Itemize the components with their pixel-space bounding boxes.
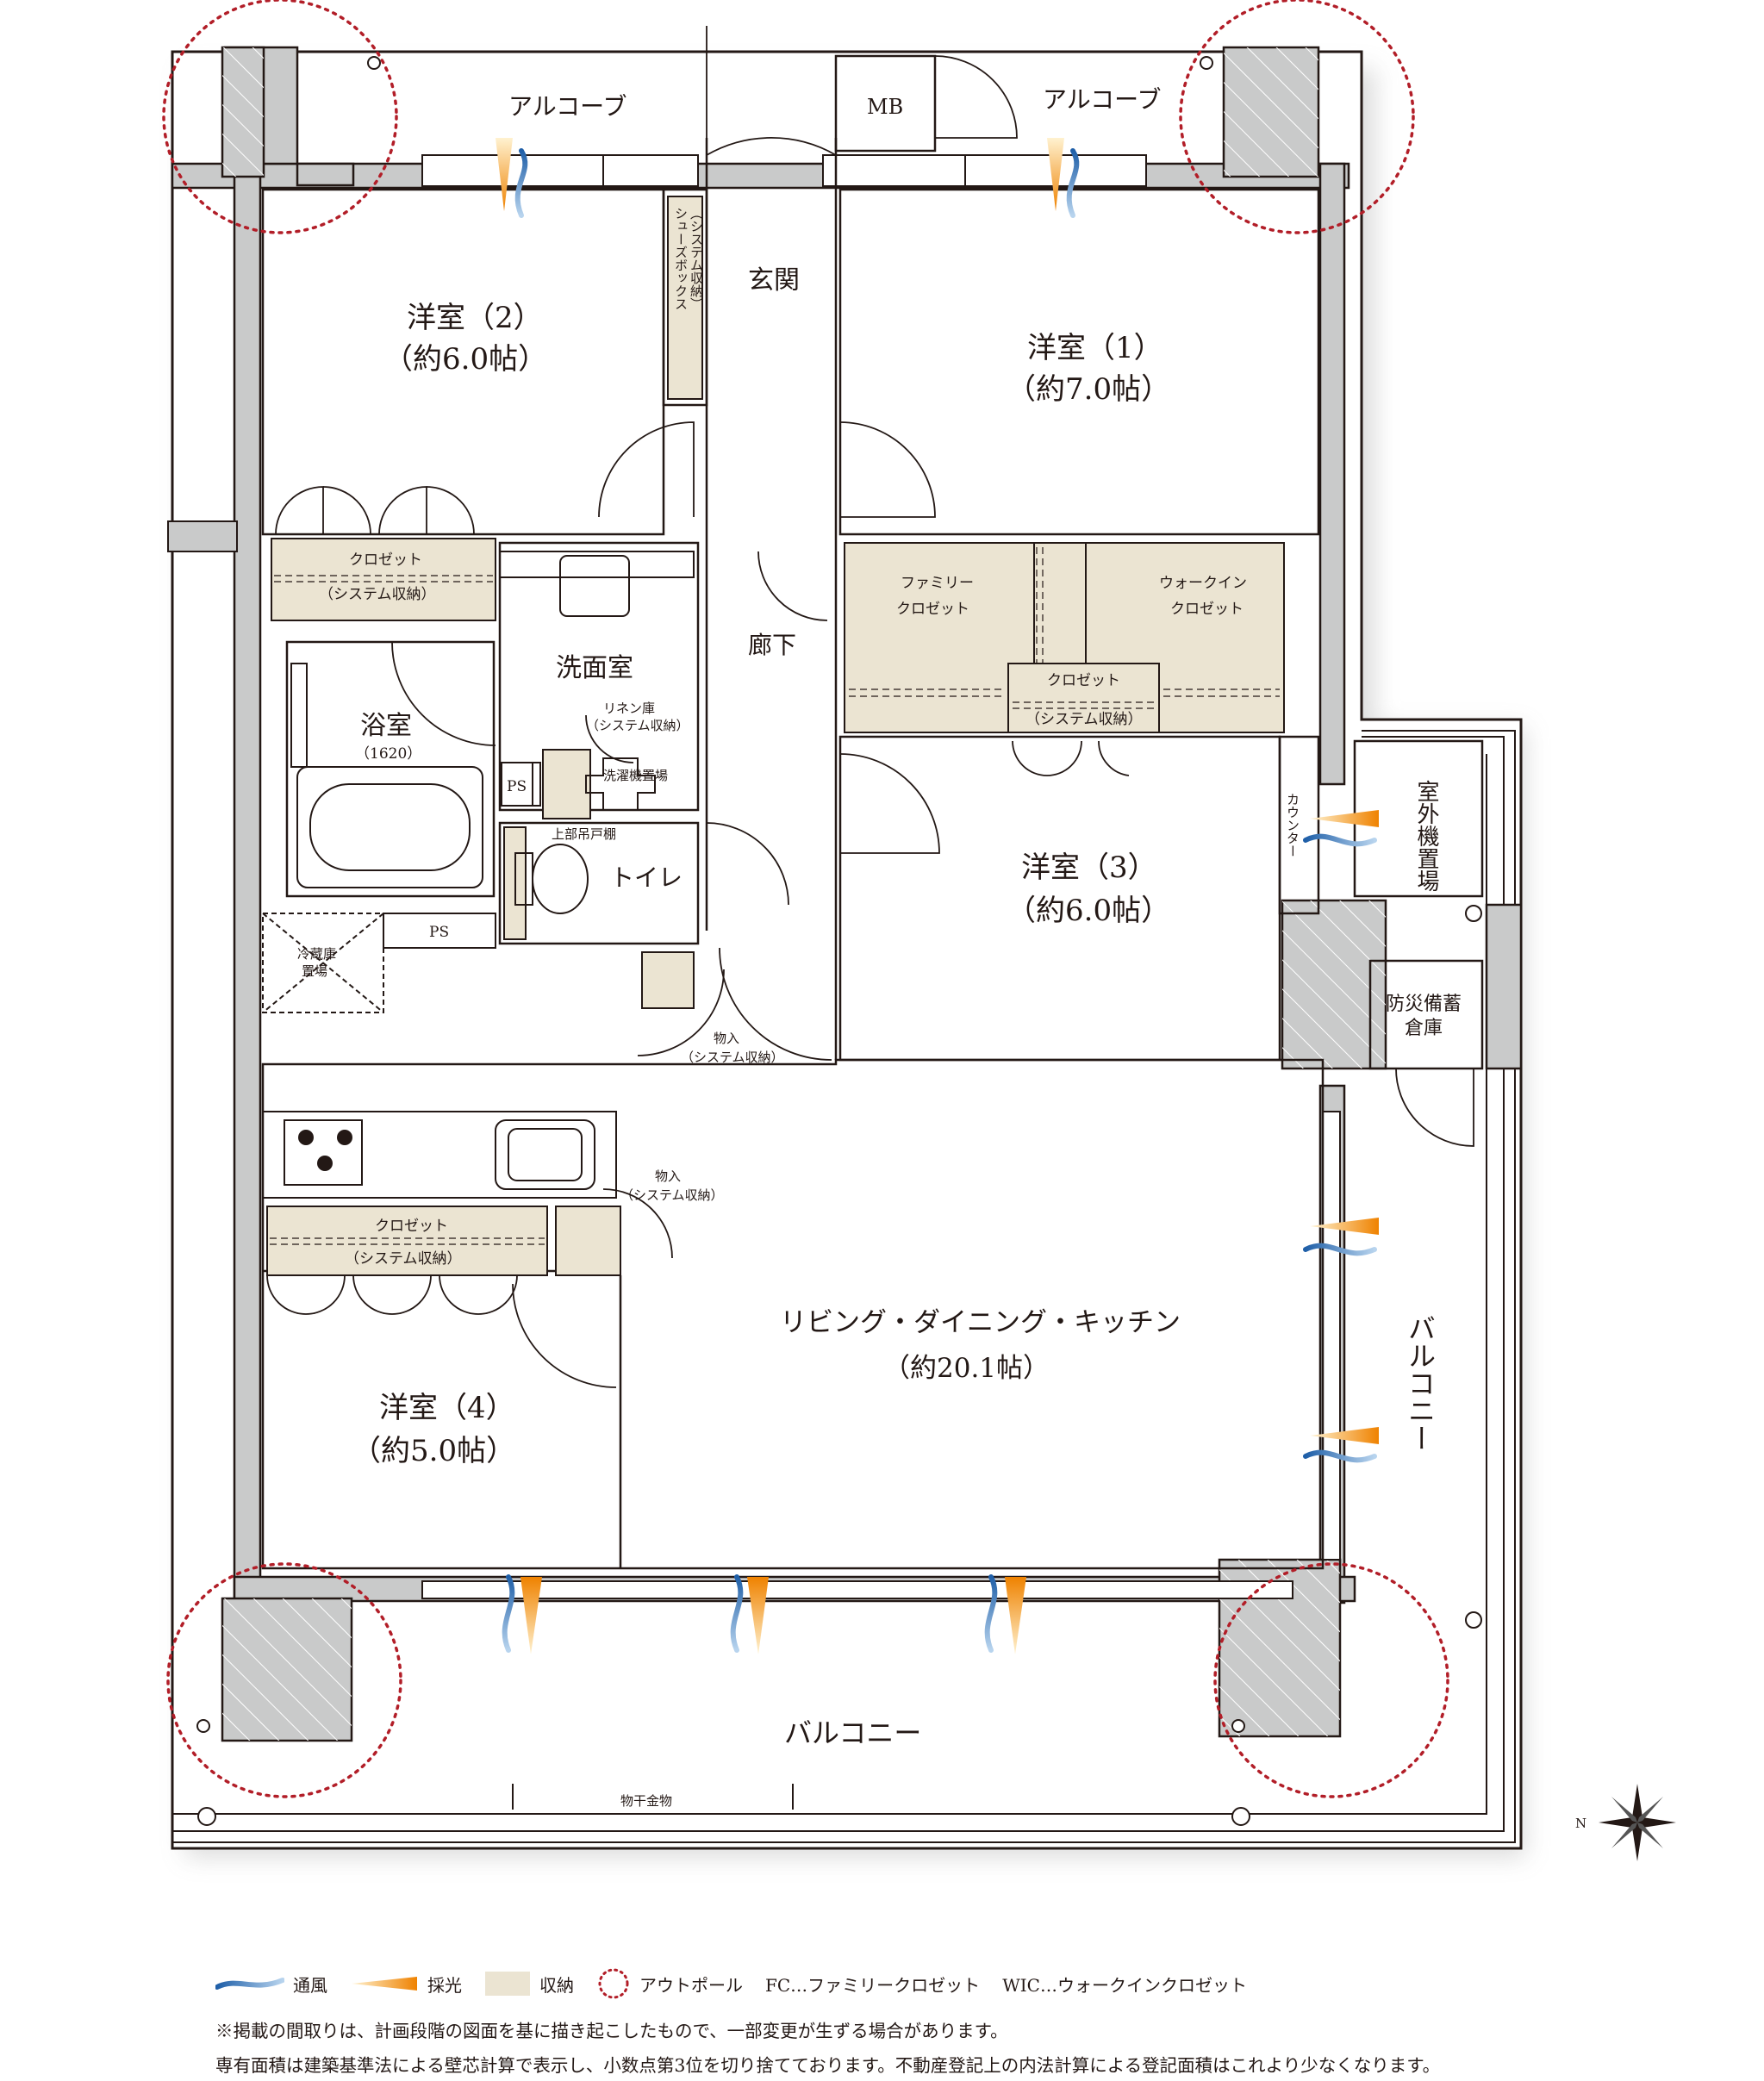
note-line-1: ※掲載の間取りは、計画段階の図面を基に描き起こしたもので、一部変更が生ずる場合が… [215,2021,1008,2041]
legend-outpole-label: アウトポール [639,1974,743,1996]
label-linen-1: リネン庫 [603,701,655,716]
label-room1-size: （約7.0帖） [1007,372,1170,407]
legend-fc: FC…ファミリークロゼット [765,1972,980,1997]
legend-daylight: 採光 [350,1972,462,1997]
label-corridor: 廊下 [748,631,796,659]
label-mb: MB [867,95,903,119]
label-outdoor-unit: 室外機置場 [1413,780,1439,892]
door-swings [266,26,1474,1388]
storage-swatch-icon [485,1972,530,1996]
interior-walls [261,54,1484,1570]
legend-storage: 収納 [484,1971,574,1997]
legend: 通風 採光 収納 アウトポール FC…ファミリークロゼット WIC…ウォークイン… [215,1966,1269,2001]
label-closet2-2: （システム収納） [319,586,436,603]
label-linen-2: （システム収納） [586,718,689,733]
windows [421,154,1341,1599]
label-closet3-2: （システム収納） [1025,711,1143,728]
label-closet4-1: クロゼット [375,1218,448,1235]
outpole-circles [162,0,1449,1798]
fixtures [262,551,695,1199]
label-fridge-2: 置場 [302,963,327,979]
stove-burners-icon [298,1130,352,1171]
label-storage2-2: （システム収納） [620,1187,724,1203]
label-washer: 洗濯機置場 [603,768,668,783]
ventilation-markers [502,148,1080,1653]
label-walkin-2: クロゼット [1170,601,1244,618]
legend-wic: WIC…ウォークインクロゼット [1002,1972,1247,1997]
label-washroom: 洗面室 [556,653,633,683]
drying-rails [512,1784,794,1810]
label-ldk-name: リビング・ダイニング・キッチン [780,1307,1181,1338]
note-line-2: 専有面積は建築基準法による壁芯計算で表示し、小数点第3位を切り捨てております。不… [215,2055,1441,2076]
label-closet2-1: クロゼット [349,551,422,569]
label-room4-name: 洋室（4） [379,1391,515,1425]
daylight-icon [352,1977,417,1991]
daylight-markers [496,138,1064,1654]
label-room4-size: （約5.0帖） [352,1434,515,1468]
label-counter: カウンター [1285,793,1300,857]
label-bath: 浴室 [360,711,412,741]
label-family-closet-2: クロゼット [896,601,969,618]
label-genkan: 玄関 [748,265,800,296]
daylight-markers-side [1310,810,1379,1444]
label-fridge-1: 冷蔵庫 [297,946,336,962]
label-closet3-1: クロゼット [1047,672,1120,689]
legend-daylight-label: 採光 [427,1974,462,1996]
label-family-closet-1: ファミリー [901,575,974,592]
label-room1-name: 洋室（1） [1027,331,1163,365]
legend-storage-label: 収納 [539,1974,574,1996]
label-ldk-size: （約20.1帖） [883,1353,1050,1384]
label-disaster-1: 防災備蓄 [1386,994,1462,1015]
room-labels: アルコーブ アルコーブ MB 玄関 シューズボックス （システム収納） 洋室（2… [297,85,1586,1831]
label-shoebox-1: シューズボックス [673,207,689,310]
label-shoebox-2: （システム収納） [689,207,704,310]
label-bath-size: （1620） [355,745,421,763]
outpole-icon [598,1968,629,1999]
label-compass-n: N [1575,1816,1586,1831]
legend-ventilation: 通風 [215,1972,327,1997]
label-storage1-2: （システム収納） [681,1050,784,1065]
label-disaster-2: 倉庫 [1405,1018,1443,1039]
balcony-outline [172,730,1516,1843]
floor-plan: アルコーブ アルコーブ MB 玄関 シューズボックス （システム収納） 洋室（2… [162,0,1676,1861]
label-room3-size: （約6.0帖） [1007,894,1170,928]
label-storage2-1: 物入 [655,1168,681,1184]
legend-ventilation-label: 通風 [293,1974,327,1996]
storage-areas [266,196,1285,1276]
legend-fc-label: FC…ファミリークロゼット [765,1974,981,1996]
drain-circles [196,56,1482,1826]
label-room2-size: （約6.0帖） [383,342,547,377]
label-alcove-right: アルコーブ [1043,85,1161,114]
label-room2-name: 洋室（2） [407,301,543,335]
label-walkin-1: ウォークイン [1159,575,1247,592]
label-room3-name: 洋室（3） [1021,850,1157,885]
storage-dashes [270,547,1280,1245]
label-balcony-bottom: バルコニー [784,1717,921,1749]
pillar-hatch [222,47,1386,1741]
label-storage1-1: 物入 [714,1031,739,1046]
left-stub-wall [167,520,238,552]
ventilation-markers-side [1303,833,1377,1463]
label-balcony-side: バルコニー [1404,1314,1437,1452]
label-alcove-left: アルコーブ [508,92,626,121]
compass-icon [1599,1784,1676,1861]
label-closet4-2: （システム収納） [345,1250,462,1268]
legend-wic-label: WIC…ウォークインクロゼット [1002,1974,1247,1996]
label-upper-cabinet: 上部吊戸棚 [552,826,616,842]
label-ps1: PS [507,778,527,795]
ventilation-icon [215,1978,284,1990]
label-toilet: トイレ [610,863,683,892]
label-ps2: PS [429,924,449,941]
plan-base [171,50,1523,1850]
label-drying: 物干金物 [620,1793,672,1809]
legend-outpole: アウトポール [596,1966,743,2001]
